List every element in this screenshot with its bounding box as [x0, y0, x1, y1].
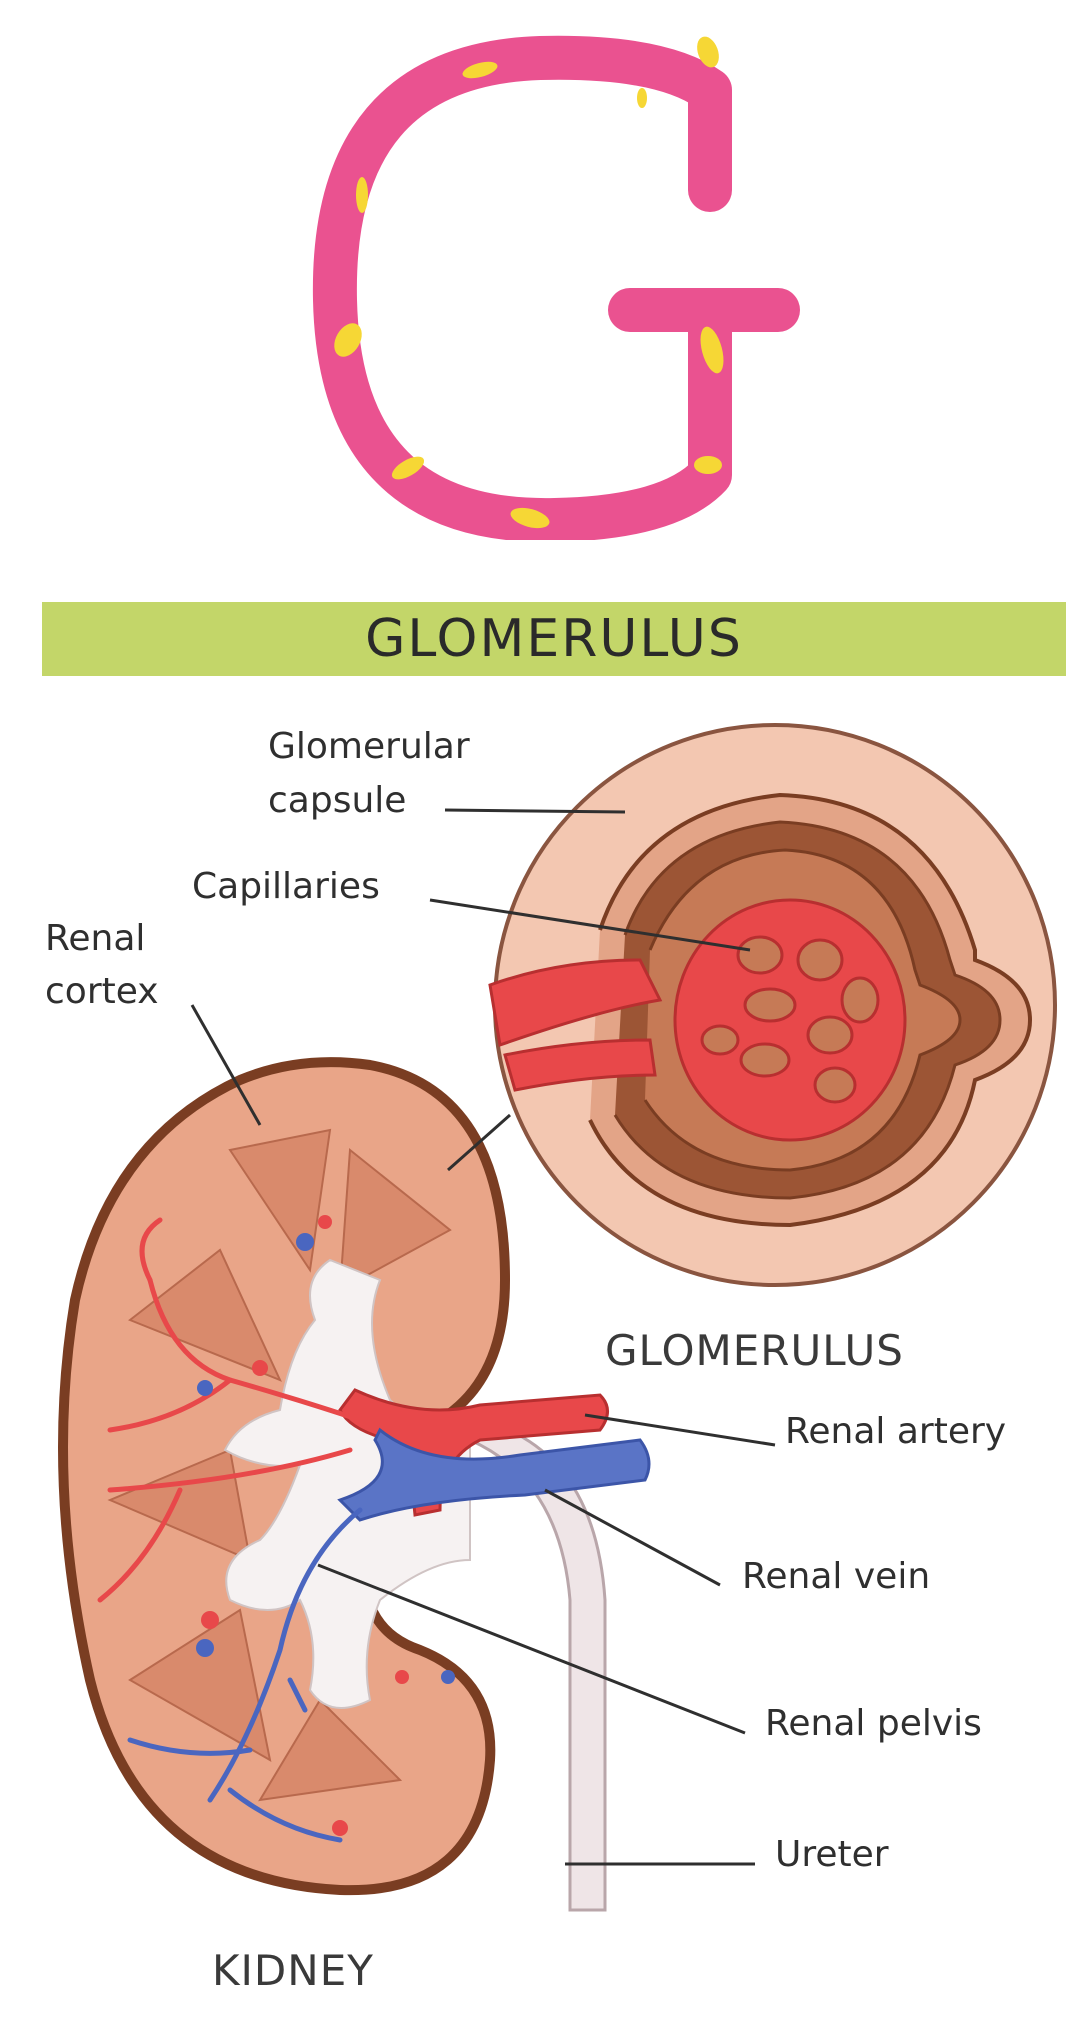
leader-capsule	[444, 808, 626, 814]
leader-cortex	[190, 1004, 262, 1126]
afferent-vessel	[488, 958, 663, 1048]
artery-branches	[97, 1217, 363, 1603]
banana-spot	[510, 507, 550, 529]
leader-vein	[544, 1488, 721, 1587]
capillary-gap	[700, 1024, 740, 1056]
leader-cortex-inset	[447, 1113, 511, 1172]
red-dot	[201, 1611, 219, 1629]
capillary-gap	[806, 1015, 854, 1055]
banana-spot	[637, 88, 647, 108]
leader-lines	[190, 808, 776, 1866]
label-glomerular-capsule-line1: Glomerular	[268, 726, 470, 767]
capillary-gap	[743, 987, 797, 1023]
kidney	[58, 1057, 651, 1912]
label-renal-artery: Renal artery	[785, 1411, 1006, 1452]
pyramid	[258, 1698, 403, 1802]
vein-branch	[287, 1677, 308, 1713]
blue-dot	[197, 1380, 213, 1396]
leader-pelvis	[317, 1563, 746, 1735]
caption-kidney: KIDNEY	[212, 1946, 374, 1995]
capillary-loop	[673, 898, 907, 1142]
kidney-diagram: Glomerular capsule Capillaries Renal cor…	[45, 723, 1057, 1995]
label-renal-cortex-line2: cortex	[45, 971, 159, 1012]
efferent-vessel	[503, 1038, 657, 1092]
capillary-gap	[739, 1042, 791, 1078]
pyramid	[128, 1608, 272, 1762]
leader-artery	[584, 1413, 776, 1447]
artery-branch	[107, 1447, 353, 1493]
vein-branch	[227, 1787, 343, 1843]
banana-spot	[356, 177, 368, 213]
vein-branch	[127, 1737, 253, 1756]
label-glomerular-capsule-line2: capsule	[268, 780, 406, 821]
label-renal-cortex-line1: Renal	[45, 918, 145, 959]
vessel-dots	[196, 1215, 455, 1836]
title-banner: GLOMERULUS	[42, 602, 1066, 676]
red-dot	[318, 1215, 332, 1229]
label-capillaries: Capillaries	[192, 866, 380, 907]
banana-spot	[694, 456, 722, 474]
pyramid	[128, 1248, 282, 1382]
blue-dot	[196, 1639, 214, 1657]
blue-dot	[441, 1670, 455, 1684]
capillary-gap	[736, 935, 784, 975]
red-dot	[252, 1360, 268, 1376]
artery-branch	[107, 1377, 233, 1433]
capillary-gap	[813, 1066, 857, 1104]
letter-g-graphic	[312, 35, 800, 540]
artery-branch	[139, 1217, 163, 1283]
pyramid	[338, 1148, 452, 1292]
letter-g-stroke	[312, 35, 800, 540]
renal-vein-vessel	[337, 1427, 651, 1522]
banana-spot	[462, 61, 498, 79]
artery-branch	[97, 1487, 183, 1603]
banana-spot	[700, 326, 724, 374]
banana-pattern	[334, 36, 724, 529]
caption-glomerulus: GLOMERULUS	[605, 1326, 904, 1375]
banana-spot	[697, 36, 719, 68]
blue-dot	[296, 1233, 314, 1251]
vein-branches	[127, 1507, 363, 1843]
glomerulus-inset	[488, 723, 1057, 1287]
red-dot	[332, 1820, 348, 1836]
banana-spot	[334, 323, 362, 357]
label-renal-vein: Renal vein	[742, 1556, 930, 1597]
red-dot	[395, 1670, 409, 1684]
capillary-holes	[700, 935, 880, 1104]
label-renal-pelvis: Renal pelvis	[765, 1703, 982, 1744]
banana-spot	[391, 456, 425, 480]
label-ureter: Ureter	[775, 1834, 889, 1875]
capillary-gap	[840, 976, 880, 1024]
vein-branch	[207, 1507, 363, 1803]
banner-title: GLOMERULUS	[365, 609, 743, 669]
capillary-gap	[796, 938, 844, 982]
leader-capillaries	[429, 898, 751, 952]
